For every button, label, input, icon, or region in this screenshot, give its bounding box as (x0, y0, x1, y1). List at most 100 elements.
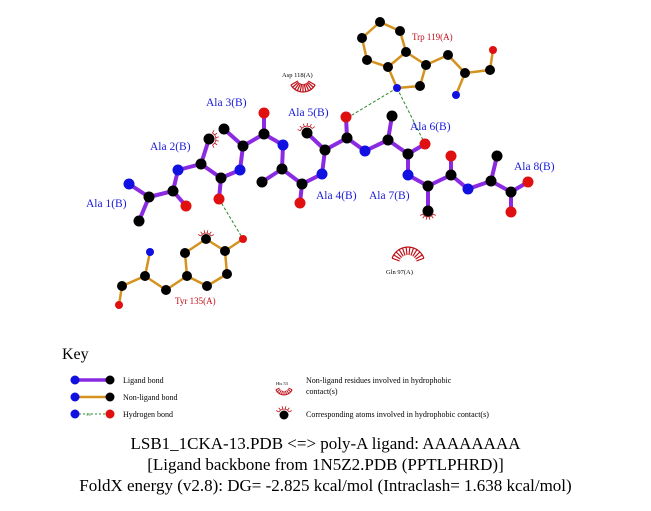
ligand-atom-C (258, 128, 270, 140)
hydrophobic-spoke (200, 231, 203, 235)
hydrophobic-spoke (312, 126, 315, 129)
hydrophobic-spoke (432, 213, 436, 216)
residue-atom-N (146, 248, 154, 256)
hydrophobic-spoke (284, 390, 287, 395)
hydrophobic-spoke (294, 82, 300, 90)
ligand-atom-O (505, 206, 517, 218)
ligand-atom-O (180, 200, 192, 212)
residue-atom-C (182, 271, 192, 281)
hydrophobic-spoke (210, 234, 214, 237)
hydrophobic-spoke (413, 251, 421, 259)
ligand-atom-C (386, 110, 398, 122)
hydrophobic-spoke (214, 142, 218, 146)
hydrophobic-spoke (306, 82, 312, 90)
ligand-atom-C (382, 134, 394, 146)
ligand-atom-C (167, 185, 179, 197)
atom-contact-arc (420, 213, 436, 220)
ligand-atom-C (422, 180, 434, 192)
hydrophobic-spoke (299, 83, 303, 92)
key-hydrogen-bond: Hydrogen bond (123, 410, 173, 419)
caption-line-3: FoldX energy (v2.8): DG= -2.825 kcal/mol… (79, 476, 572, 495)
hydrophobic-spoke (309, 123, 312, 127)
label-trp119: Trp 119(A) (412, 32, 453, 42)
ligand-atom-C (195, 158, 207, 170)
ligand-atom-N (402, 169, 414, 181)
key-hydrogen-bond-sample: 3.0 (70, 409, 115, 419)
hydrophobic-spoke (198, 234, 202, 237)
key-example-residue: His 53 (276, 381, 289, 386)
residue-atom-C (395, 26, 405, 36)
caption-line-2: [Ligand backbone from 1N5Z2.PDB (PPTLPHR… (147, 455, 504, 474)
hydrophobic-spoke (303, 83, 307, 92)
ligand-atom-N (123, 178, 135, 190)
label-ala3: Ala 3(B) (206, 97, 247, 109)
hydrophobic-arc (300, 125, 313, 131)
ligand-atom-O (294, 197, 306, 209)
ligand-atom-O (213, 193, 225, 205)
hydrophobic-spoke (203, 230, 206, 234)
ligand-atom-N (462, 183, 474, 195)
hydrogen-bond-line (218, 198, 244, 240)
key-ligand-bond: Ligand bond (123, 376, 164, 385)
hydrophobic-arc (391, 246, 425, 259)
key-nonligand-bond-sample (70, 392, 115, 402)
hydrophobic-spoke (391, 257, 400, 262)
hydrophobic-spoke (302, 123, 305, 127)
residue-atom-C (401, 47, 411, 57)
key-hydrophobic-arc-icon (275, 387, 293, 396)
label-ala4: Ala 4(B) (316, 190, 357, 202)
hydrophobic-spoke (287, 407, 290, 411)
hydrophobic-spoke (281, 406, 284, 410)
hydrophobic-spoke (297, 129, 301, 131)
residue-atom-C (202, 281, 212, 291)
hydrophobic-arc (275, 389, 293, 396)
hydrophobic-spoke (304, 83, 310, 92)
label-ala8: Ala 8(B) (514, 161, 555, 173)
ligand-atom-C (491, 150, 503, 162)
label-asp118: Asp 118(A) (282, 72, 313, 79)
ligand-atom-C (203, 133, 215, 145)
residue-atom-N (452, 91, 460, 99)
residue-atom-O (115, 301, 123, 309)
hydrophobic-spoke (307, 80, 316, 86)
residue-atom-C (180, 248, 190, 258)
hydrophobic-spoke (412, 249, 418, 257)
hydrophobic-spoke (415, 254, 423, 260)
hydrophobic-spoke (395, 251, 403, 259)
ligand-atom-C (256, 176, 268, 188)
hydrophobic-spoke (284, 406, 287, 410)
hydrophobic-spoke (276, 388, 281, 393)
residue-atom-C (460, 68, 470, 78)
hydrophobic-spoke (290, 80, 299, 86)
ligand-atom-C (215, 172, 227, 184)
residue-atom-C (375, 17, 385, 27)
hydrophobic-spoke (281, 390, 284, 395)
residue-atom-C (357, 33, 367, 43)
hydrophobic-spoke (428, 216, 431, 220)
ligand-atom-N (277, 139, 289, 151)
ligand-atom-C (143, 191, 155, 203)
hydrophobic-arc (212, 132, 217, 146)
hydrophobic-spoke (408, 247, 411, 256)
hydrophobic-spoke (393, 254, 401, 260)
hydrophobic-spoke (416, 257, 425, 262)
ligand-atom-C (445, 169, 457, 181)
key-atom-arc (276, 406, 292, 413)
hydrophobic-spoke (401, 247, 406, 256)
residue-atom-C (161, 285, 171, 295)
key-hydrophobic-residues-2: contact(s) (306, 387, 338, 396)
hydrophobic-spoke (278, 389, 282, 394)
hydrophobic-spoke (288, 387, 293, 391)
residue-atom-N (393, 84, 401, 92)
ligand-atom-C (319, 144, 331, 156)
hydrophobic-spoke (212, 130, 215, 134)
hydrophobic-spoke (214, 132, 218, 136)
ligand-atom-O (340, 111, 352, 123)
key-title: Key (62, 346, 89, 363)
hydrophobic-arc (200, 232, 212, 237)
residue-atom-O (239, 235, 247, 243)
key-hydrophobic-atoms: Corresponding atoms involved in hydropho… (306, 410, 489, 419)
hydrophobic-spoke (215, 140, 219, 142)
residue-atom-C (421, 60, 431, 70)
